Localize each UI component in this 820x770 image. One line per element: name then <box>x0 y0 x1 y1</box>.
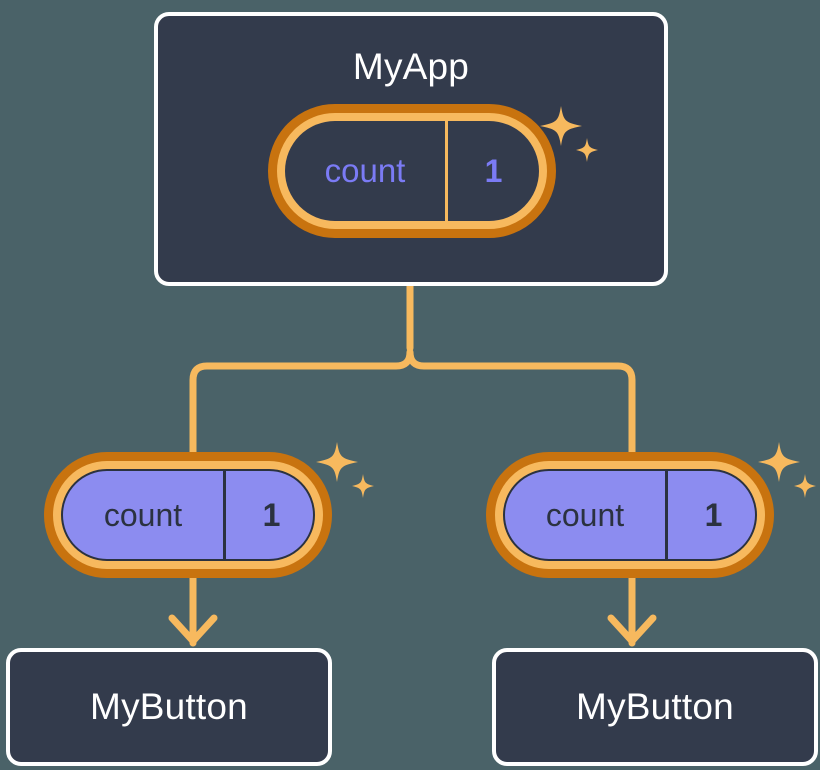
node-label: MyButton <box>576 686 734 727</box>
state-pill-divider <box>223 471 226 559</box>
state-pill-divider <box>445 121 448 221</box>
sparkle-four-point-small-icon <box>794 474 816 498</box>
state-pill[interactable]: count 1 <box>486 452 774 578</box>
sparkle-four-point-small-icon <box>352 474 374 498</box>
state-value-label: 1 <box>704 496 723 533</box>
state-key-label: count <box>324 152 406 189</box>
node-mybutton-right-card[interactable]: MyButton <box>492 648 818 766</box>
state-badge-child-left[interactable]: count 1 <box>44 452 332 578</box>
state-pill-inner: count 1 <box>503 469 757 561</box>
arrow-down-icon-left <box>168 614 218 645</box>
node-label: MyButton <box>90 686 248 727</box>
state-pill-inner: count 1 <box>285 121 539 221</box>
page-title: MyApp <box>352 46 470 87</box>
state-badge-child-right[interactable]: count 1 <box>486 452 774 578</box>
node-mybutton-left-card[interactable]: MyButton <box>6 648 332 766</box>
state-key-label: count <box>103 496 183 533</box>
state-pill-inner: count 1 <box>61 469 315 561</box>
arrow-down-icon-right <box>607 614 657 645</box>
state-pill-divider <box>665 471 668 559</box>
state-pill[interactable]: count 1 <box>268 104 556 238</box>
state-badge-myapp[interactable]: count 1 <box>268 104 556 238</box>
state-value-label: 1 <box>484 152 503 189</box>
state-value-label: 1 <box>262 496 281 533</box>
state-key-label: count <box>545 496 625 533</box>
state-pill[interactable]: count 1 <box>44 452 332 578</box>
